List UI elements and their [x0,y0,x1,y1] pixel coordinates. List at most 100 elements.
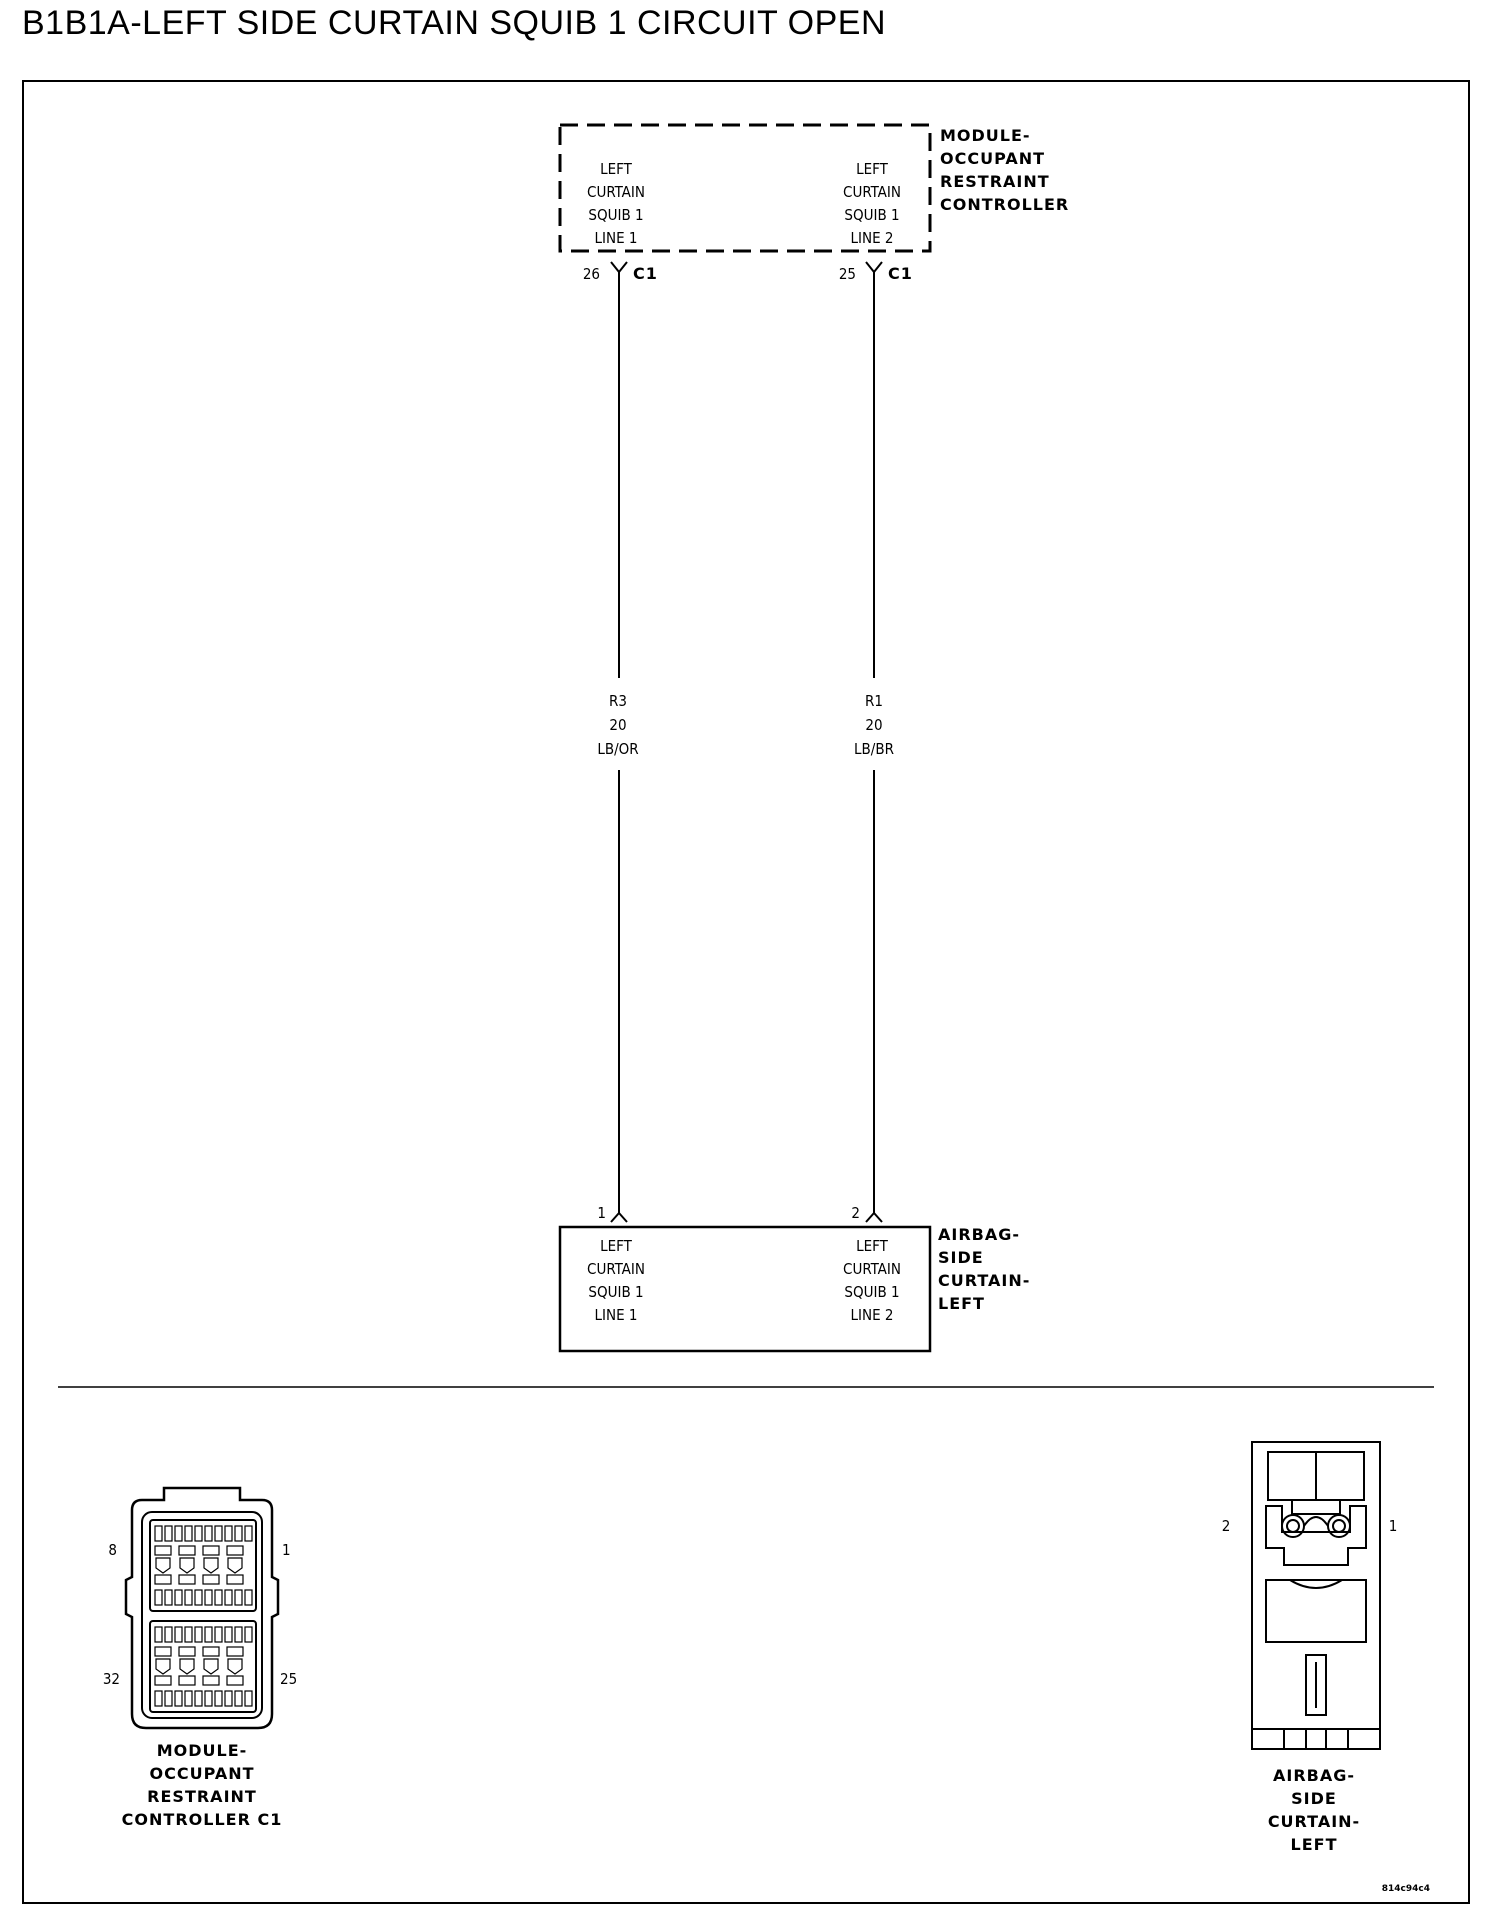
terminal-slot [164,1589,173,1606]
c1-pin-label: 25 [280,1670,297,1688]
cavity-cell [154,1675,172,1686]
diagram-frame [22,80,1470,1904]
male-terminal-icon [610,1211,628,1223]
terminal-slot [184,1626,193,1643]
cavity-cell [226,1574,244,1585]
terminal-slot [224,1525,233,1542]
airbag-connector-terminal-block [1265,1505,1367,1566]
cavity-cell [154,1545,172,1556]
terminal-slot [204,1525,213,1542]
cavity-cell [154,1646,172,1657]
terminal-slot [164,1626,173,1643]
terminal-slot [194,1525,203,1542]
terminal-slot [214,1525,223,1542]
wire-r1-gauge: 20 [865,716,882,734]
terminal-slot [174,1690,183,1707]
terminal-slot [194,1626,203,1643]
cavity-cell [226,1646,244,1657]
terminal-slot [244,1525,253,1542]
wire-r3-color: LB/OR [597,740,638,758]
module-pin-b-line: LINE 2 [851,229,894,247]
cavity-icon [155,1658,171,1675]
cavity-cell [202,1646,220,1657]
cavity-cell [178,1545,196,1556]
airbag-box[interactable] [558,1225,932,1353]
cavity-cell [226,1545,244,1556]
page-title: B1B1A-LEFT SIDE CURTAIN SQUIB 1 CIRCUIT … [22,4,887,42]
airbag-connector-outline [1251,1441,1381,1750]
airbag-pin-b-label: LEFT CURTAIN SQUIB 1 LINE 2 [843,1237,901,1324]
terminal-slot [204,1626,213,1643]
terminal-slot [184,1525,193,1542]
cavity-icon [179,1557,195,1574]
module-pin-b-connector-id: C1 [888,264,913,283]
module-pin-b-line: CURTAIN [843,183,901,201]
terminal-slot [224,1690,233,1707]
airbag-name-line: LEFT [938,1294,985,1313]
connector-upper-block [149,1519,257,1612]
terminal-slot [184,1589,193,1606]
caption-line: MODULE- [157,1741,248,1760]
module-name-line: OCCUPANT [940,149,1045,168]
wire-r1-label: R1 20 LB/BR [854,692,894,758]
airbag-pin-a-line: LEFT [600,1237,633,1255]
module-name-line: MODULE- [940,126,1031,145]
airbag-pin-a-line: CURTAIN [587,1260,645,1278]
cavity-icon [203,1658,219,1675]
airbag-view-caption: AIRBAG- SIDE CURTAIN- LEFT [1268,1766,1359,1854]
c1-pin-label: 32 [103,1670,120,1688]
terminal-slot [234,1626,243,1643]
figure-id: 814c94c4 [1382,1884,1430,1894]
terminal-slot [174,1589,183,1606]
module-name-line: CONTROLLER [940,195,1069,214]
terminal-slot [194,1690,203,1707]
terminal-slot [214,1589,223,1606]
cavity-icon [155,1557,171,1574]
terminal-slot [224,1626,233,1643]
connector-cavities [154,1525,253,1707]
cavity-cell [178,1646,196,1657]
airbag-pin-b-line: CURTAIN [843,1260,901,1278]
terminal-slot [164,1525,173,1542]
cavity-icon [179,1658,195,1675]
cavity-cell [154,1574,172,1585]
connector-housing-inner [141,1511,263,1719]
wire-r3-gauge: 20 [609,716,626,734]
wire-r1-color: LB/BR [854,740,894,758]
airbag-name-line: AIRBAG- [938,1225,1020,1244]
wire-r3-circuit: R3 [609,692,627,710]
airbag-pin-a-cavity: 1 [597,1204,606,1222]
terminal-1-inner [1332,1519,1346,1533]
occupant-controller-connector-view[interactable]: 8 1 32 25 [103,1486,297,1730]
terminal-slot [234,1589,243,1606]
module-pin-a-line: CURTAIN [587,183,645,201]
airbag-pin-a-line: LINE 1 [595,1306,638,1324]
terminal-slot [244,1589,253,1606]
airbag-pin-b-line: LEFT [856,1237,889,1255]
airbag-pin-a-label: LEFT CURTAIN SQUIB 1 LINE 1 [587,1237,645,1324]
terminal-1-icon [1327,1514,1351,1538]
caption-line: RESTRAINT [147,1787,257,1806]
airbag-view-pin-label: 1 [1389,1517,1398,1535]
module-box[interactable] [558,123,932,253]
female-terminal-icon [610,261,628,274]
caption-line: CONTROLLER C1 [122,1810,283,1829]
module-pin-b-connector: 25 C1 [839,261,913,283]
terminal-slot [154,1589,163,1606]
airbag-pin-b-connector: 2 [851,1204,883,1223]
caption-line: OCCUPANT [149,1764,254,1783]
connector-housing-outline [124,1486,280,1730]
airbag-connector-body-curve [1266,1579,1366,1589]
module-pin-b-label: LEFT CURTAIN SQUIB 1 LINE 2 [843,160,901,247]
airbag-name-line: SIDE [938,1248,984,1267]
terminal-2-inner [1286,1519,1300,1533]
female-terminal-icon [865,261,883,274]
module-name-line: RESTRAINT [940,172,1050,191]
airbag-connector-view[interactable] [1251,1441,1381,1750]
cavity-icon [227,1658,243,1675]
terminal-slot [184,1690,193,1707]
module-name: MODULE- OCCUPANT RESTRAINT CONTROLLER [940,126,1069,214]
caption-line: LEFT [1291,1835,1338,1854]
cavity-cell [178,1675,196,1686]
